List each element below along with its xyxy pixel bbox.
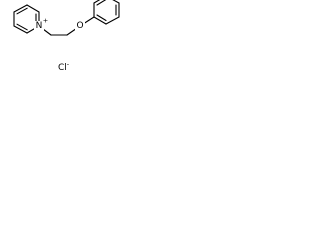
ring-bond [112,0,120,4]
nitrogen-atom: N + [34,17,48,31]
nitrogen-label: N [36,21,43,31]
oxygen-label: O [76,21,83,31]
structural-formula: N + O [13,0,120,36]
nitrogen-charge: + [43,17,48,25]
ring-bond [13,4,28,13]
chloride-counterion: Cl- [58,60,70,73]
oxygen-atom: O [75,21,85,31]
ring-double-bond [96,14,107,22]
ring-bond [26,4,40,13]
ring-double-bond [16,7,28,15]
ring-bond [93,0,101,4]
ring-bond [105,16,120,25]
chloride-symbol: Cl [58,63,67,73]
ring-double-bond [16,23,28,31]
ring-bond [93,16,107,25]
ring-bond [13,25,28,34]
ring-double-bond [96,0,107,6]
chloride-charge: - [66,60,70,68]
phenyl-ring [93,0,120,25]
